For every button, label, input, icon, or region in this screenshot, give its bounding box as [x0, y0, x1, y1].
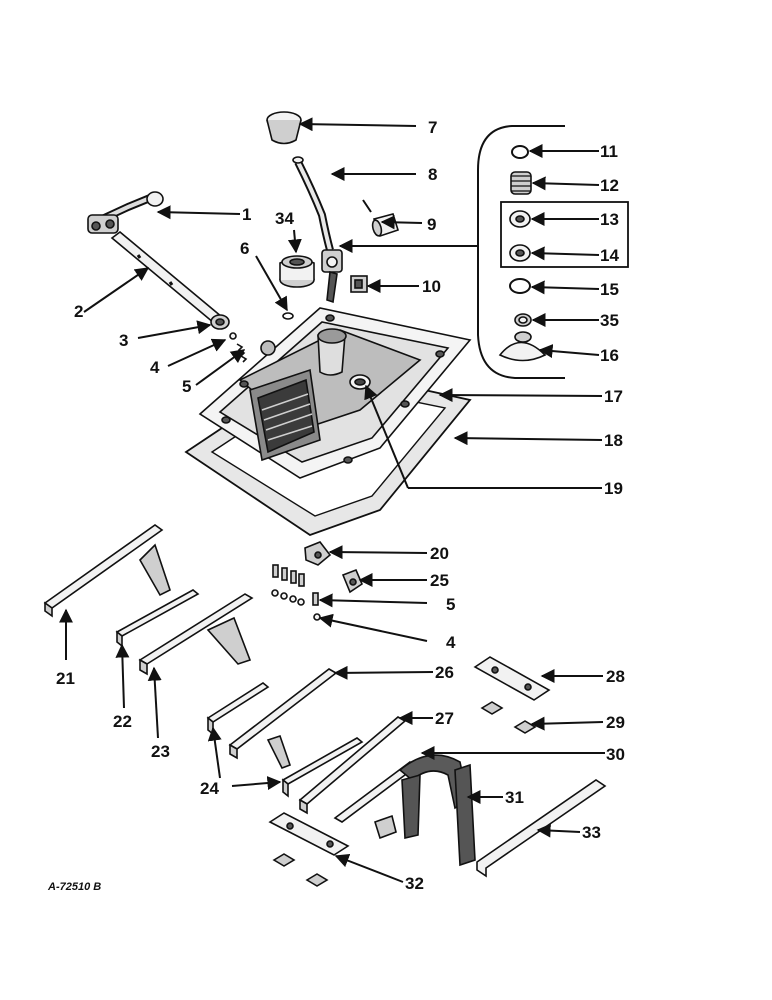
callout-30: 30 — [606, 745, 625, 764]
lever-parts-stack — [498, 145, 629, 362]
stack-bracket — [477, 125, 565, 379]
callout-18: 18 — [604, 431, 623, 450]
callout-labels: 1 2 3 4 5 6 7 8 9 10 11 12 13 14 15 16 1… — [56, 118, 625, 893]
callout-33: 33 — [582, 823, 601, 842]
shift-rail — [43, 524, 171, 618]
transmission-cover — [198, 307, 472, 479]
callout-27: 27 — [435, 709, 454, 728]
callout-15: 15 — [600, 280, 619, 299]
callout-11: 11 — [600, 142, 618, 161]
ball — [229, 332, 237, 340]
plate — [268, 812, 350, 887]
callout-22: 22 — [113, 712, 132, 731]
callout-21: 21 — [56, 669, 75, 688]
callout-24: 24 — [200, 779, 219, 798]
callout-25: 25 — [430, 571, 449, 590]
pin — [362, 199, 399, 238]
callout-20: 20 — [430, 544, 449, 563]
callout-14: 14 — [600, 246, 619, 265]
shift-handle — [87, 191, 164, 234]
callout-35: 35 — [600, 311, 619, 330]
shift-knob — [266, 111, 302, 145]
callout-9: 9 — [427, 215, 436, 234]
callout-5-lower: 5 — [446, 595, 455, 614]
callout-17: 17 — [604, 387, 623, 406]
poppet-block — [304, 541, 332, 566]
callout-31: 31 — [505, 788, 524, 807]
callout-32: 32 — [405, 874, 424, 893]
interlock-block — [341, 568, 363, 594]
shift-fork — [333, 754, 476, 867]
callout-5: 5 — [182, 377, 191, 396]
shift-rail — [206, 668, 338, 770]
callout-12: 12 — [600, 176, 619, 195]
shift-lever — [292, 156, 343, 304]
shift-rail — [281, 716, 407, 815]
shift-rail — [115, 589, 254, 676]
drawing-code: A-72510 B — [47, 881, 101, 893]
callout-23: 23 — [151, 742, 170, 761]
callout-1: 1 — [242, 205, 251, 224]
callout-4: 4 — [150, 358, 160, 377]
poppet-springs — [271, 564, 321, 621]
snap-ring — [282, 312, 294, 320]
leader-lines — [59, 117, 605, 883]
callout-2: 2 — [74, 302, 83, 321]
callout-6: 6 — [240, 239, 249, 258]
plate — [473, 656, 551, 734]
callout-34: 34 — [275, 209, 294, 228]
nut — [210, 314, 230, 330]
callout-13: 13 — [600, 210, 619, 229]
callout-16: 16 — [600, 346, 619, 365]
callout-26: 26 — [435, 663, 454, 682]
callout-4-lower: 4 — [446, 633, 456, 652]
callout-3: 3 — [119, 331, 128, 350]
callout-7: 7 — [428, 118, 437, 137]
callout-19: 19 — [604, 479, 623, 498]
lever-block — [350, 275, 368, 293]
shift-shaft — [110, 230, 224, 325]
callout-29: 29 — [606, 713, 625, 732]
callout-28: 28 — [606, 667, 625, 686]
callout-8: 8 — [428, 165, 437, 184]
callout-10: 10 — [422, 277, 441, 296]
breather-cap — [279, 255, 315, 288]
